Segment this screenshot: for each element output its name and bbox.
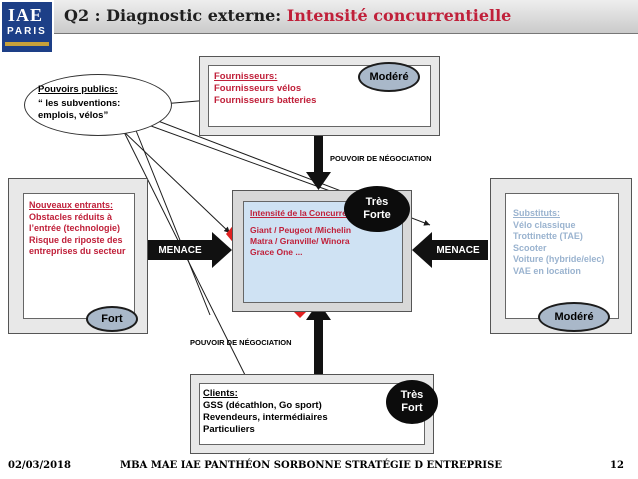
- public-powers-text: Pouvoirs publics: “ les subventions: emp…: [38, 84, 160, 122]
- logo-line1: IAE: [8, 5, 44, 25]
- arrow-clients-shaft: [314, 318, 323, 376]
- public-powers-oval: [24, 74, 172, 136]
- public-powers-title: Pouvoirs publics:: [38, 84, 118, 95]
- suppliers-rating: Modéré: [369, 70, 409, 83]
- suppliers-rating-cloud: Modéré: [358, 62, 420, 92]
- substitutes-box: [490, 178, 632, 334]
- new-entrants-title: Nouveaux entrants:: [29, 200, 114, 210]
- substitutes-line-1: Vélo classique: [513, 219, 576, 230]
- new-entrants-rating: Fort: [101, 312, 123, 325]
- substitutes-rating: Modéré: [554, 310, 594, 323]
- new-entrants-rating-cloud: Fort: [86, 306, 138, 332]
- page-title: Q2 : Diagnostic externe: Intensité concu…: [64, 6, 511, 25]
- substitutes-line-3: Scooter: [513, 242, 547, 253]
- clients-rating: Très Fort: [400, 389, 424, 414]
- suppliers-box: [199, 56, 440, 136]
- clients-title: Clients:: [203, 388, 238, 399]
- rivalry-line-3: Grace One ...: [250, 247, 303, 257]
- arrow-supplier-shaft: [314, 136, 323, 172]
- title-bar: [54, 0, 638, 34]
- logo-line2: PARIS: [7, 26, 47, 37]
- substitutes-text: Substituts: Vélo classique Trottinette (…: [513, 208, 613, 277]
- rivalry-rating-cloud: Très Forte: [344, 186, 410, 232]
- link-public-to-entrants: [119, 127, 231, 234]
- rivalry-title: Intensité de la Concurrence: [250, 208, 362, 218]
- rivalry-rating: Très Forte: [363, 196, 391, 221]
- rivalry-text: Intensité de la Concurrence Giant / Peug…: [250, 208, 390, 258]
- new-entrants-text: Nouveaux entrants: Obstacles réduits à l…: [29, 200, 129, 258]
- bargaining-label-top: POUVOIR DE NÉGOCIATION: [330, 154, 432, 163]
- page-title-prefix: Q2 : Diagnostic externe:: [64, 6, 282, 25]
- footer-text: MBA MAE IAE PANTHÉON SORBONNE STRATÉGIE …: [120, 460, 502, 471]
- threat-label-left: MENACE: [150, 241, 210, 259]
- footer-date: 02/03/2018: [8, 460, 71, 471]
- rivalry-line-2: Matra / Granville/ Winora: [250, 236, 350, 246]
- suppliers-text: Fournisseurs: Fournisseurs vélos Fournis…: [214, 71, 374, 107]
- substitutes-rating-cloud: Modéré: [538, 302, 610, 332]
- new-entrants-line-1: Obstacles réduits à l’entrée (technologi…: [29, 211, 121, 234]
- clients-line-3: Particuliers: [203, 424, 255, 435]
- arrow-supplier-head: [306, 172, 331, 190]
- substitutes-line-4: Voiture (hybride/elec): [513, 254, 605, 264]
- logo-underline: [5, 42, 49, 46]
- new-entrants-line-2: Risque de riposte des entreprises du sec…: [29, 234, 126, 257]
- clients-text: Clients: GSS (décathlon, Go sport) Reven…: [203, 388, 403, 436]
- suppliers-line-2: Fournisseurs batteries: [214, 95, 317, 106]
- clients-line-1: GSS (décathlon, Go sport): [203, 400, 322, 411]
- suppliers-title: Fournisseurs:: [214, 71, 278, 82]
- page-title-accent: Intensité concurrentielle: [286, 6, 512, 25]
- link-public-to-center: [134, 127, 211, 316]
- suppliers-line-1: Fournisseurs vélos: [214, 83, 302, 94]
- bargaining-label-bottom: POUVOIR DE NÉGOCIATION: [190, 338, 292, 347]
- threat-label-right: MENACE: [430, 241, 486, 259]
- substitutes-line-5: VAE en location: [513, 265, 581, 276]
- substitutes-line-2: Trottinette (TAE): [513, 231, 583, 241]
- clients-line-2: Revendeurs, intermédiaires: [203, 412, 328, 423]
- public-powers-body: “ les subventions: emplois, vélos”: [38, 98, 121, 121]
- substitutes-title: Substituts:: [513, 208, 560, 218]
- rivalry-line-1: Giant / Peugeot /Michelin: [250, 225, 352, 235]
- clients-rating-cloud: Très Fort: [386, 380, 438, 424]
- iae-logo: IAE PARIS: [2, 2, 52, 52]
- page-number: 12: [610, 460, 624, 471]
